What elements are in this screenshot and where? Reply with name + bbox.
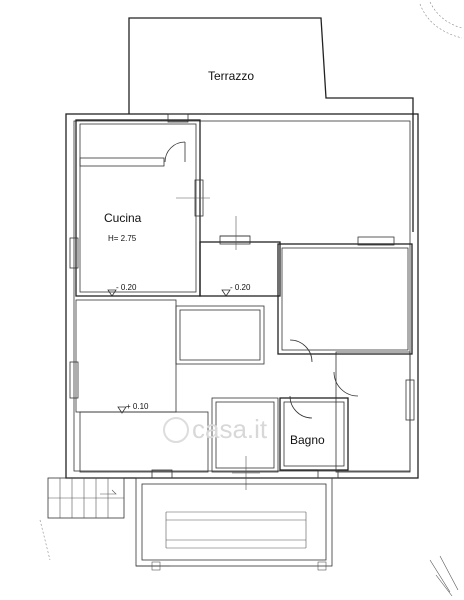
living-level-label: + 0.10 [126,402,149,411]
watermark-text: casa.it [192,414,268,444]
bathroom-label: Bagno [290,433,325,447]
kitchen-label: Cucina [104,211,142,225]
living-walls [69,299,339,490]
bathroom-walls [279,351,411,473]
level-markers [107,289,231,414]
kitchen-height-label: H= 2.75 [108,234,137,243]
kitchen-level-label: - 0.20 [116,283,137,292]
external-stair [39,477,125,561]
entrance-porch [135,477,333,571]
right-room-walls [277,236,415,421]
corridor-level-label: - 0.20 [230,283,251,292]
kitchen-walls [69,113,210,297]
watermark: casa.it [163,414,268,444]
terrace-outline [128,17,414,232]
corner-scribbles [419,1,463,597]
terrace-label: Terrazzo [208,69,254,83]
